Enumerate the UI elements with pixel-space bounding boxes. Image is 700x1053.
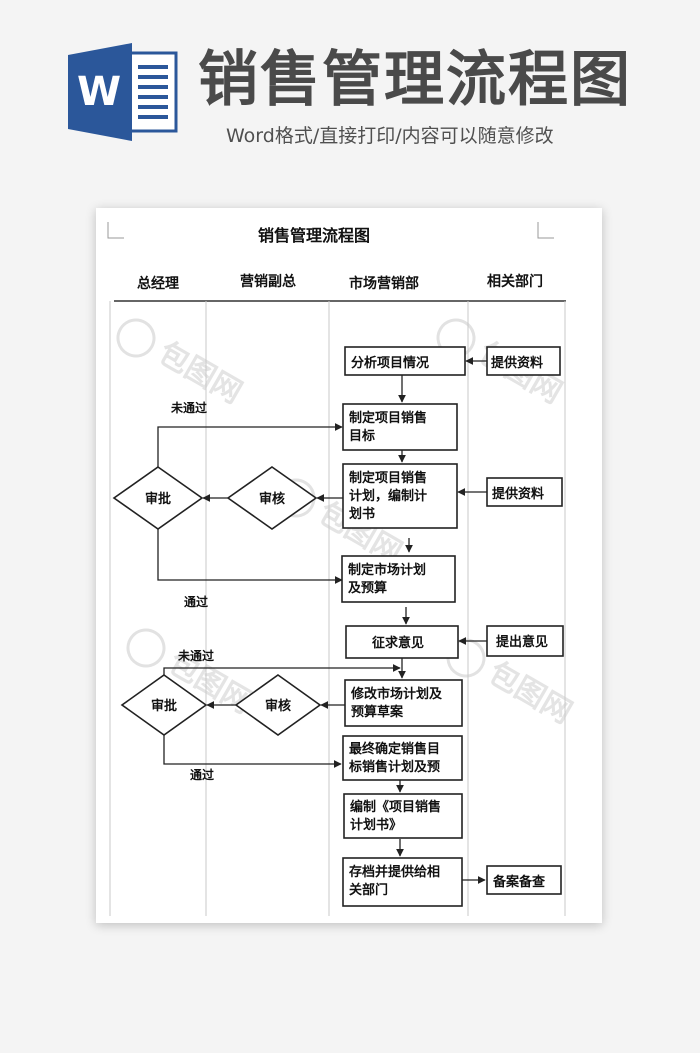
box-final-confirm — [342, 735, 463, 781]
banner-title: 销售管理流程图 — [198, 45, 632, 115]
edge-label-pass-2: 通过 — [190, 767, 214, 782]
box-sales-target — [342, 403, 458, 451]
edge-label-reject-2: 未通过 — [177, 648, 214, 663]
box-provide-data-1 — [486, 346, 561, 376]
word-logo: W — [68, 43, 178, 141]
corner-mark-left — [107, 222, 124, 239]
box-sales-target-label: 制定项目销售 目标 — [349, 410, 432, 444]
diamond-review-1 — [226, 466, 318, 530]
diamond-review-1-label: 审核 — [259, 491, 285, 507]
box-sales-plan-label: 制定项目销售 计划，编制计 划书 — [349, 470, 432, 522]
arrow-reject-1 — [157, 423, 343, 467]
word-logo-letter: W — [77, 69, 121, 115]
box-solicit-opinion-label: 征求意见 — [372, 635, 424, 651]
diamond-approve-1-label: 审批 — [145, 491, 171, 507]
watermark-text: 包图网 — [482, 656, 577, 731]
box-final-confirm-label: 最终确定销售目 标销售计划及预 — [348, 741, 445, 775]
box-provide-data-1-label: 提供资料 — [491, 355, 543, 371]
lane-header-vp: 营销副总 — [240, 273, 296, 290]
lane-header-marketing: 市场营销部 — [349, 275, 419, 292]
lane-header-gm: 总经理 — [137, 275, 179, 292]
edge-label-pass-1: 通过 — [184, 594, 208, 609]
flowchart: 包图网 包图网 包图网 包图网 包图网 销售管理流程图 总经理 营销副总 市场营… — [107, 222, 578, 916]
word-logo-cover — [68, 43, 132, 141]
box-revise-plan — [344, 679, 463, 727]
box-analyze-project-label: 分析项目情况 — [351, 355, 429, 371]
box-revise-plan-label: 修改市场计划及 预算草案 — [350, 686, 447, 720]
watermark-text: 包图网 — [152, 336, 247, 411]
box-propose-opinion-label: 提出意见 — [496, 634, 548, 650]
lane-header-related: 相关部门 — [487, 273, 543, 290]
box-provide-data-2-label: 提供资料 — [492, 486, 544, 502]
document-title: 销售管理流程图 — [258, 226, 370, 245]
box-compile-plan — [343, 793, 463, 839]
box-analyze-project — [344, 346, 466, 376]
document-page: 包图网 包图网 包图网 包图网 包图网 销售管理流程图 总经理 营销副总 市场营… — [96, 208, 602, 923]
arrow-pass-2 — [163, 735, 342, 768]
box-archive-provide-label: 存档并提供给相 关部门 — [349, 864, 445, 898]
corner-mark-right — [537, 222, 554, 239]
banner-subtitle: Word格式/直接打印/内容可以随意修改 — [226, 125, 554, 147]
word-logo-lines — [138, 65, 168, 119]
arrow-pass-1 — [157, 529, 343, 584]
box-market-plan — [341, 555, 456, 603]
box-record — [486, 865, 562, 895]
edge-label-reject-1: 未通过 — [170, 400, 207, 415]
box-archive-provide — [342, 857, 463, 907]
box-sales-plan — [342, 463, 458, 529]
diamond-review-2 — [234, 674, 322, 736]
box-compile-plan-label: 编制《项目销售 计划书》 — [350, 799, 446, 833]
diamond-approve-2-label: 审批 — [151, 698, 177, 714]
diamond-review-2-label: 审核 — [265, 698, 291, 714]
box-provide-data-2 — [486, 477, 563, 507]
box-record-label: 备案备查 — [492, 874, 546, 890]
box-market-plan-label: 制定市场计划 及预算 — [348, 562, 431, 596]
